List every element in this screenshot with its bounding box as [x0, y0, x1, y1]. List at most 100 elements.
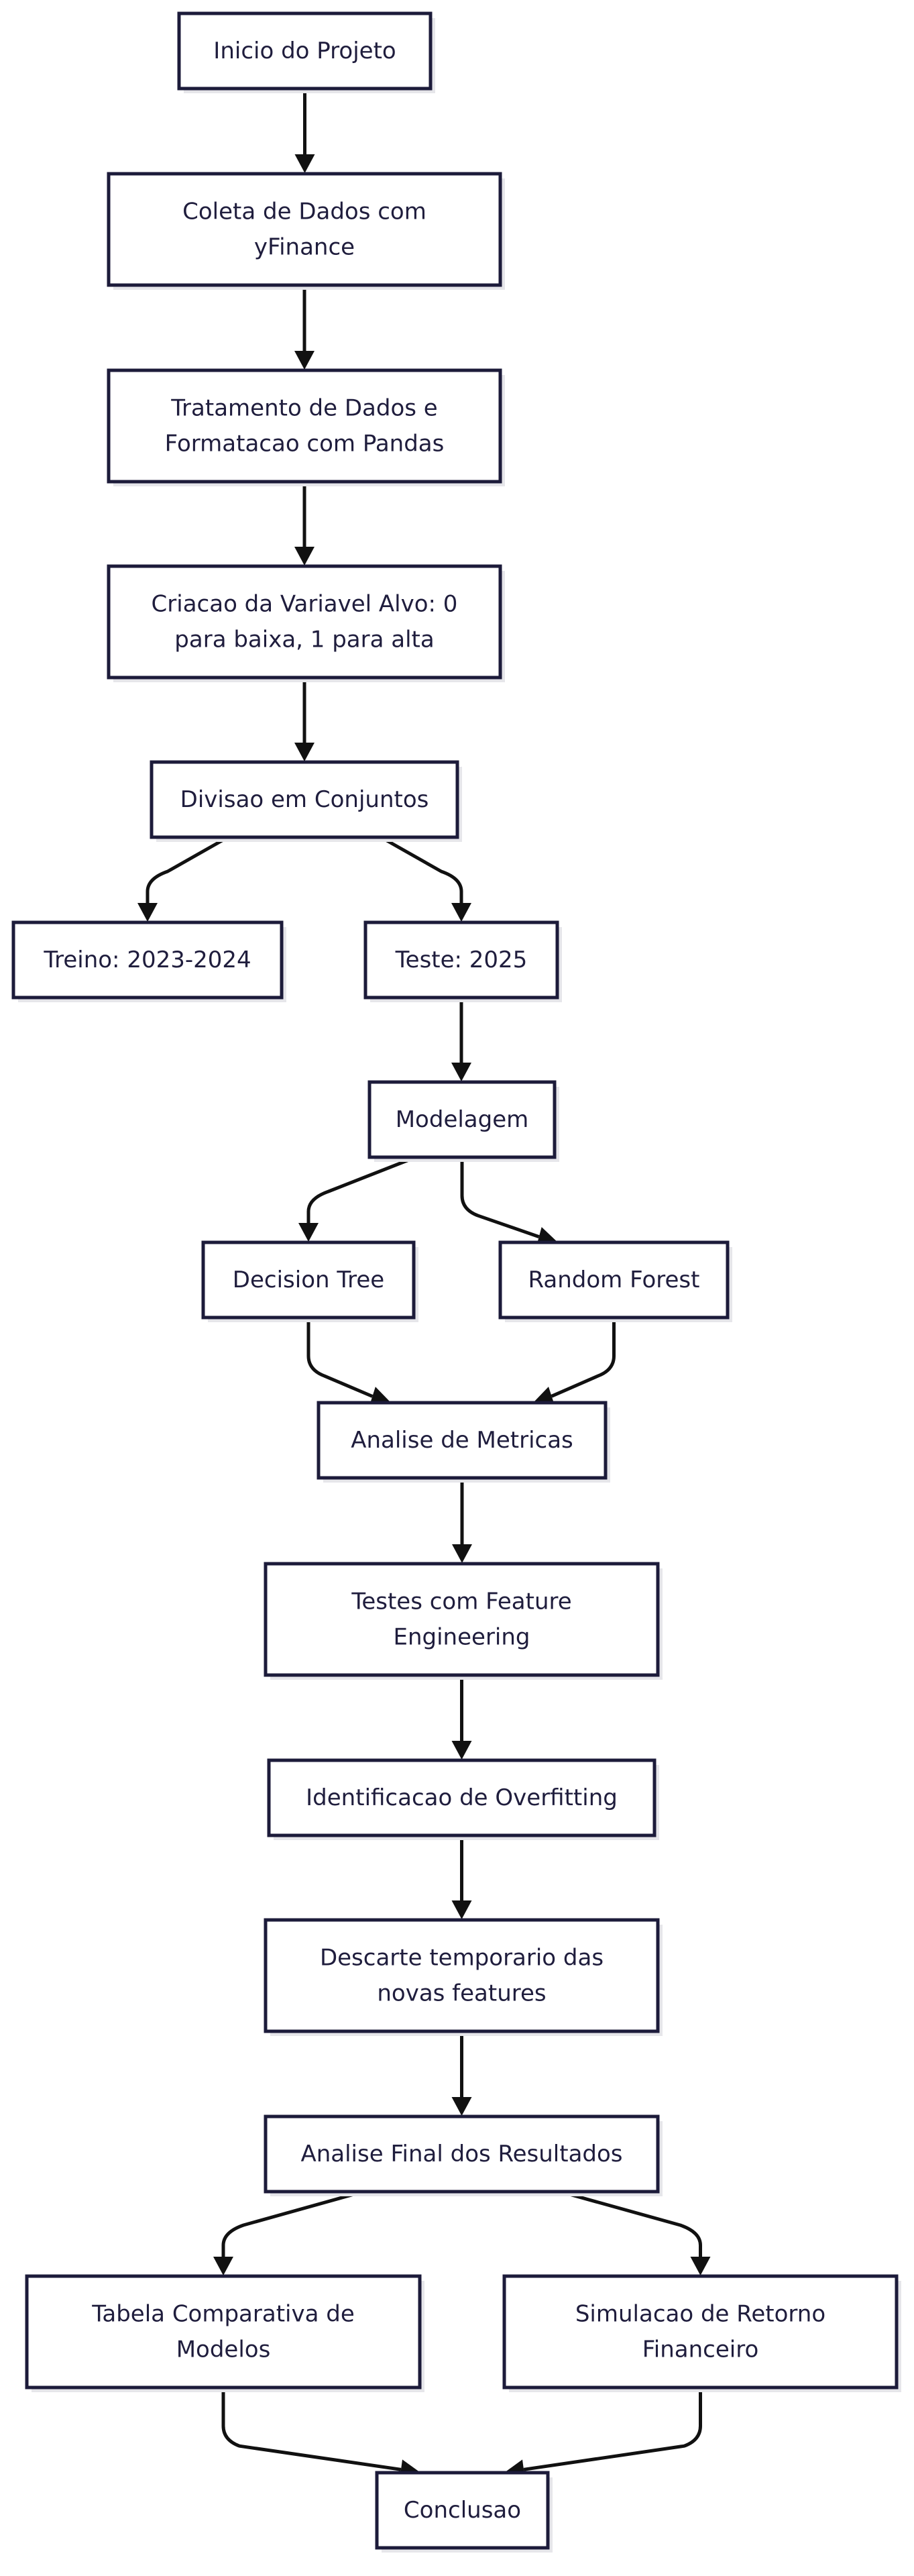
- arrowhead: [137, 903, 158, 922]
- arrowhead: [690, 2257, 711, 2275]
- edge-line: [551, 1318, 616, 1398]
- arrowhead: [451, 2097, 472, 2116]
- node-label-line: Identificacao de Overfitting: [306, 1784, 618, 1811]
- node-box: [498, 1240, 730, 1320]
- node-coleta: Coleta de Dados com yFinance: [107, 172, 505, 290]
- node-label-line: Random Forest: [528, 1267, 700, 1293]
- node-box: [177, 11, 433, 91]
- node-box: [264, 1918, 660, 2033]
- node-box: [25, 2274, 422, 2390]
- edge-divisao-to-teste: [380, 835, 471, 922]
- node-label-line: Analise de Metricas: [351, 1427, 573, 1454]
- node-label-line: Coleta de Dados com: [182, 199, 426, 225]
- node-analise-final: Analise Final dos Resultados: [264, 2114, 663, 2196]
- node-label-line: Tabela Comparativa de: [91, 2301, 355, 2328]
- node-tratamento: Tratamento de Dados e Formatacao com Pand…: [107, 368, 505, 486]
- edge-modelagem-to-random-forest: [460, 1157, 557, 1247]
- node-box: [375, 2471, 550, 2550]
- node-criacao: Criacao da Variavel Alvo: 0 para baixa, 1…: [107, 564, 505, 682]
- node-decision-tree: Decision Tree: [201, 1240, 418, 1322]
- node-box: [317, 1401, 608, 1480]
- node-conclusao: Conclusao: [375, 2471, 553, 2553]
- node-modelagem: Modelagem: [367, 1080, 559, 1162]
- edge-coleta-to-tratamento: [294, 285, 315, 370]
- node-box: [107, 172, 502, 287]
- arrowhead: [294, 351, 315, 370]
- node-label-line: Descarte temporario das: [320, 1945, 604, 1972]
- node-random-forest: Random Forest: [498, 1240, 732, 1322]
- arrowhead: [294, 547, 315, 566]
- node-label-line: Formatacao com Pandas: [165, 431, 445, 458]
- node-box: [267, 1758, 656, 1837]
- node-label-line: Treino: 2023-2024: [43, 947, 251, 973]
- edge-line: [523, 2387, 702, 2471]
- node-teste: Teste: 2025: [363, 920, 562, 1002]
- node-label-line: Modelagem: [396, 1106, 529, 1133]
- edge-analise-metricas-to-testes-feature: [452, 1478, 472, 1563]
- node-label-line: Teste: 2025: [395, 947, 528, 973]
- node-label-line: Financeiro: [642, 2337, 759, 2363]
- edge-line: [559, 2190, 702, 2257]
- node-label-line: Simulacao de Retorno: [575, 2301, 825, 2328]
- node-divisao: Divisao em Conjuntos: [150, 760, 462, 842]
- edge-decision-tree-to-analise-metricas: [306, 1318, 390, 1406]
- node-label-line: Inicio do Projeto: [213, 38, 396, 64]
- node-label-line: Criacao da Variavel Alvo: 0: [152, 591, 458, 618]
- node-label-line: Divisao em Conjuntos: [180, 786, 429, 813]
- edge-analise-final-to-simulacao: [559, 2190, 711, 2275]
- arrowhead: [534, 1387, 555, 1406]
- node-overfitting: Identificacao de Overfitting: [267, 1758, 659, 1840]
- node-box: [264, 2114, 660, 2194]
- node-label-line: Tratamento de Dados e: [170, 395, 437, 422]
- node-descarte: Descarte temporario das novas features: [264, 1918, 663, 2036]
- node-inicio: Inicio do Projeto: [177, 11, 435, 93]
- arrowhead: [294, 743, 315, 761]
- node-label-line: yFinance: [254, 234, 355, 261]
- edge-overfitting-to-descarte: [451, 1835, 472, 1919]
- arrowhead: [452, 1544, 472, 1563]
- arrowhead: [451, 1900, 472, 1919]
- edge-tratamento-to-criacao: [294, 482, 315, 566]
- arrowhead: [451, 1063, 471, 1081]
- edge-modelagem-to-decision-tree: [298, 1155, 416, 1242]
- edge-simulacao-to-conclusao: [505, 2387, 702, 2480]
- arrowhead: [451, 1741, 472, 1760]
- edge-line: [380, 835, 463, 903]
- arrowhead: [294, 154, 315, 173]
- node-analise-metricas: Analise de Metricas: [317, 1401, 610, 1483]
- node-label-line: Decision Tree: [233, 1267, 384, 1293]
- edge-teste-to-modelagem: [451, 998, 471, 1081]
- node-treino: Treino: 2023-2024: [11, 920, 286, 1002]
- edge-line: [306, 1155, 416, 1223]
- node-label-line: Analise Final dos Resultados: [300, 2141, 622, 2167]
- edge-testes-feature-to-overfitting: [451, 1675, 472, 1760]
- node-label-line: Conclusao: [404, 2497, 521, 2524]
- edge-divisao-to-treino: [137, 835, 229, 922]
- edge-tabela-to-conclusao: [221, 2387, 420, 2480]
- arrowhead: [298, 1223, 319, 1242]
- edge-analise-final-to-tabela: [213, 2190, 364, 2275]
- edge-inicio-to-coleta: [294, 89, 315, 173]
- node-box: [502, 2274, 899, 2390]
- arrowhead: [213, 2257, 233, 2275]
- edge-random-forest-to-analise-metricas: [534, 1318, 616, 1406]
- node-label-line: novas features: [377, 1980, 546, 2007]
- node-box: [107, 564, 502, 680]
- node-label-line: para baixa, 1 para alta: [174, 627, 434, 653]
- arrowhead: [451, 903, 471, 922]
- edge-descarte-to-analise-final: [451, 2031, 472, 2116]
- node-box: [11, 920, 284, 1000]
- node-box: [363, 920, 559, 1000]
- edge-line: [221, 2190, 364, 2257]
- edge-criacao-to-divisao: [294, 678, 315, 761]
- node-box: [201, 1240, 416, 1320]
- node-label-line: Engineering: [394, 1624, 530, 1651]
- edge-line: [306, 1318, 374, 1398]
- node-label-line: Testes com Feature: [351, 1589, 571, 1615]
- node-box: [150, 760, 459, 839]
